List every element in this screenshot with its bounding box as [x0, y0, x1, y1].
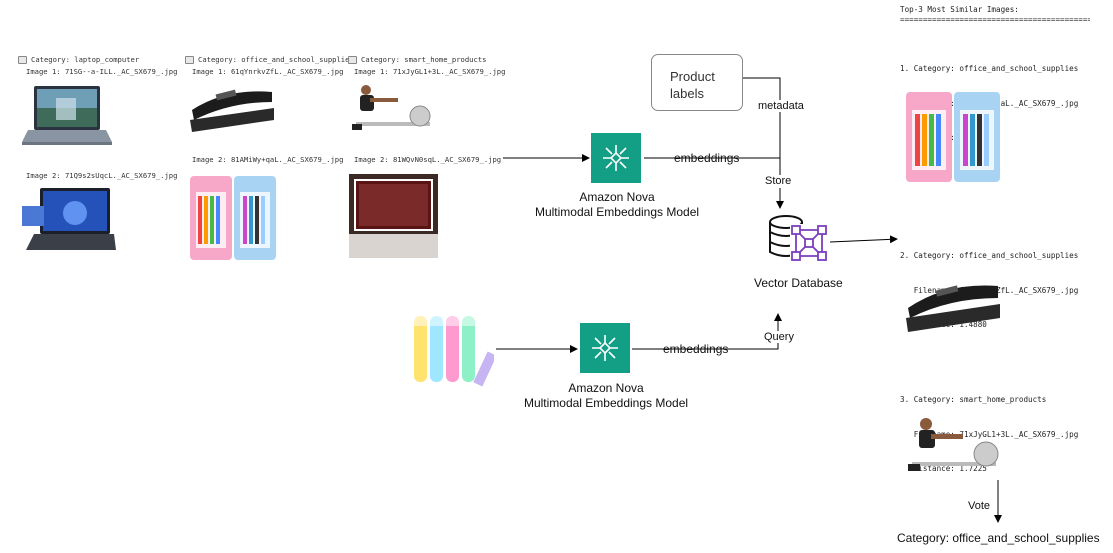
- model-label-top: Amazon Nova Multimodal Embeddings Model: [532, 190, 702, 220]
- edge-label-embeddings-bottom: embeddings: [663, 342, 729, 356]
- nova-model-icon-top: [591, 133, 641, 183]
- product-labels-box: Product labels: [651, 54, 743, 111]
- stapler-image: [186, 80, 276, 136]
- model-bottom-line2: Multimodal Embeddings Model: [523, 396, 689, 410]
- edge-label-store: Store: [765, 175, 792, 187]
- line-embeddings-bottom: [632, 313, 782, 350]
- results-header: Top-3 Most Similar Images:: [900, 5, 1019, 14]
- dataset-col2-image1-name: Image 1: 61qYnrkvZfL._AC_SX679_.jpg: [192, 67, 344, 76]
- arrow-db-to-results: [829, 235, 898, 244]
- result-3-category: 3. Category: smart_home_products: [900, 395, 1047, 404]
- result-3-distance: Distance: 1.7225: [900, 464, 987, 473]
- image-icon: [18, 55, 27, 64]
- pencils-image: [188, 172, 278, 262]
- dataset-col1-image1-name: Image 1: 71SG--a-ILL._AC_SX679_.jpg: [26, 67, 178, 76]
- model-label-bottom: Amazon Nova Multimodal Embeddings Model: [520, 381, 692, 411]
- product-labels-line2: labels: [670, 86, 704, 101]
- result-1-category: 1. Category: office_and_school_supplies: [900, 64, 1079, 73]
- result-1-image: [904, 88, 1002, 186]
- final-category: Category: office_and_school_supplies: [897, 531, 1100, 545]
- vector-database-label: Vector Database: [754, 276, 843, 290]
- rowing-machine-image: [348, 80, 436, 134]
- result-3-image: [904, 414, 1004, 476]
- dataset-col2-category: Category: office_and_school_supplies: [185, 54, 354, 65]
- laptop-image-1: [20, 84, 112, 146]
- image-icon: [185, 55, 194, 64]
- edge-label-vote: Vote: [968, 500, 991, 512]
- line-metadata: [743, 77, 781, 158]
- edge-label-metadata: metadata: [758, 100, 804, 112]
- vector-database-icon: [766, 212, 836, 268]
- model-bottom-line1: Amazon Nova: [568, 381, 644, 395]
- laptop-image-2: [20, 186, 116, 256]
- results-separator: ========================================…: [900, 15, 1090, 24]
- edge-label-query: Query: [764, 331, 794, 343]
- dataset-col1-image2-name: Image 2: 71Q9s2sUqcL._AC_SX679_.jpg: [26, 171, 178, 180]
- dataset-col3-image2-name: Image 2: 81WQvN0sqL._AC_SX679_.jpg: [354, 155, 502, 164]
- dataset-col2-image2-name: Image 2: 81AMiWy+qaL._AC_SX679_.jpg: [192, 155, 344, 164]
- result-2-category: 2. Category: office_and_school_supplies: [900, 251, 1079, 260]
- model-top-line1: Amazon Nova: [579, 190, 655, 204]
- model-top-line2: Multimodal Embeddings Model: [534, 205, 700, 219]
- dataset-col1-category: Category: laptop_computer: [18, 54, 139, 65]
- mirror-image: [349, 174, 438, 258]
- edge-label-embeddings-top: embeddings: [674, 151, 740, 165]
- image-icon: [348, 55, 357, 64]
- dataset-col3-image1-name: Image 1: 71xJyGL1+3L._AC_SX679_.jpg: [354, 67, 506, 76]
- query-pencils-image: [410, 312, 494, 390]
- dataset-col3-category: Category: smart_home_products: [348, 54, 487, 65]
- result-2-image: [902, 274, 1002, 336]
- product-labels-line1: Product: [670, 69, 715, 84]
- result-2-filename: Filename: 61qYnrkvZfL._AC_SX679_.jpg: [913, 285, 1079, 295]
- nova-model-icon-bottom: [580, 323, 630, 373]
